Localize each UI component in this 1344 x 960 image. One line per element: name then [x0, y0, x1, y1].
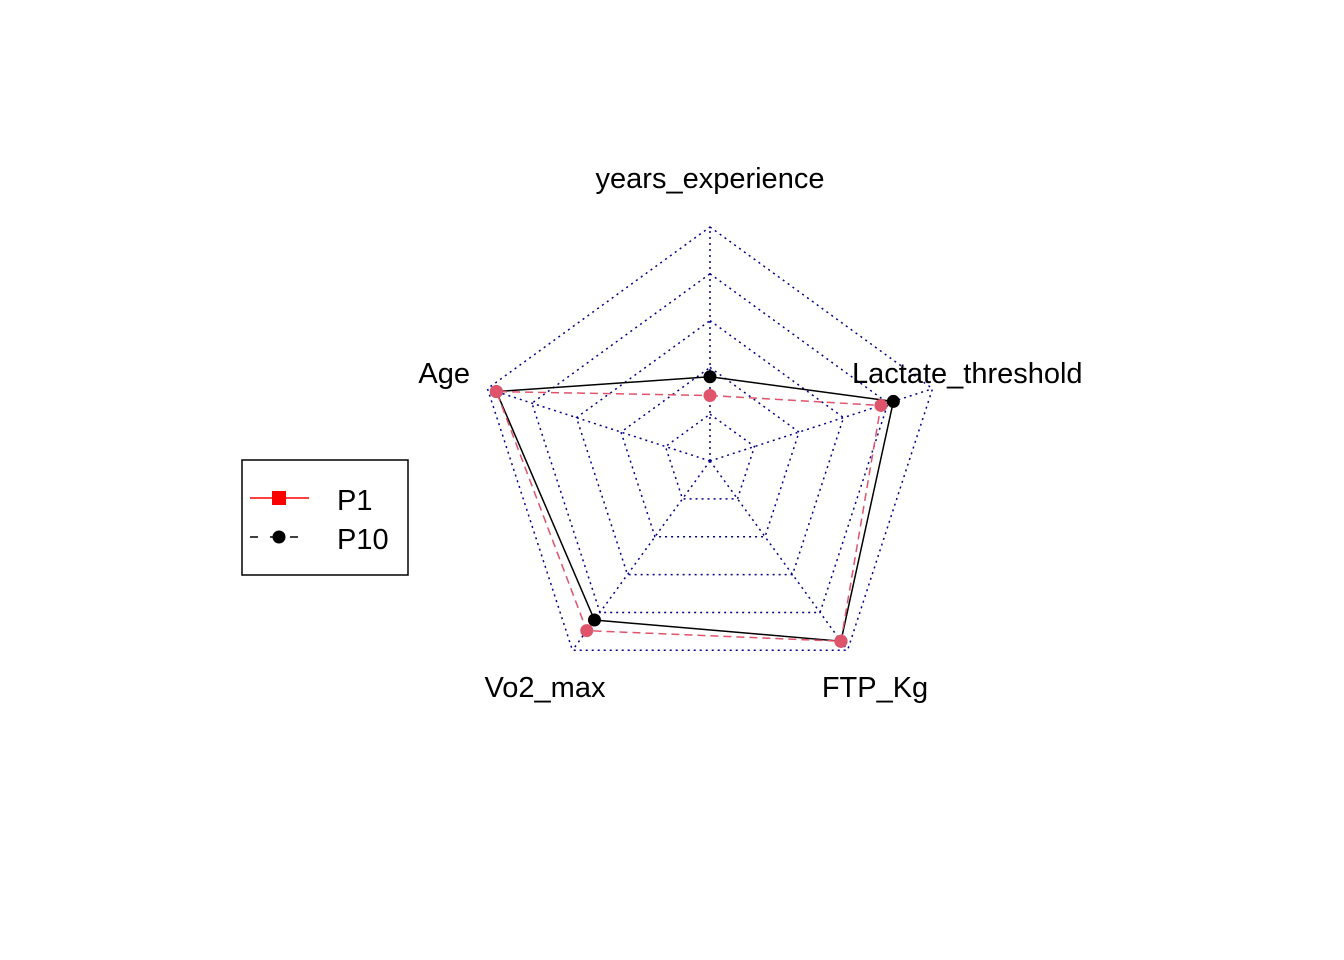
axis-label-ftp-kg: FTP_Kg: [822, 672, 928, 704]
data-point-p1: [580, 624, 594, 638]
legend: P1 P10: [241, 459, 409, 576]
series-line-p1: [495, 390, 882, 642]
series-p10: [489, 370, 900, 648]
data-point-p10: [886, 394, 900, 408]
series-p1: [489, 385, 888, 648]
legend-marker-p10: [272, 530, 286, 544]
legend-box: [241, 459, 409, 576]
axis-label-vo2-max: Vo2_max: [485, 672, 606, 704]
series-line-p10: [495, 376, 895, 643]
data-point-p1: [703, 388, 717, 402]
axis-label-age: Age: [418, 358, 470, 390]
radar-series: [489, 370, 900, 648]
axis-label-lactate-threshold: Lactate_threshold: [852, 358, 1083, 390]
grid-ring: [664, 413, 756, 500]
legend-label-p1: P1: [337, 485, 372, 517]
grid-ring: [620, 366, 800, 538]
grid-ring: [486, 226, 934, 652]
data-point-p10: [703, 370, 717, 384]
axis-labels: years_experience Lactate_threshold FTP_K…: [418, 163, 1082, 704]
data-point-p10: [587, 613, 601, 627]
radar-grid: [486, 226, 934, 652]
data-point-p1: [489, 385, 503, 399]
legend-label-p10: P10: [337, 524, 389, 556]
axis-label-years-experience: years_experience: [596, 163, 825, 195]
legend-marker-p1: [272, 491, 286, 505]
data-point-p1: [874, 398, 888, 412]
grid-spoke: [709, 460, 849, 651]
data-point-p1: [834, 634, 848, 648]
